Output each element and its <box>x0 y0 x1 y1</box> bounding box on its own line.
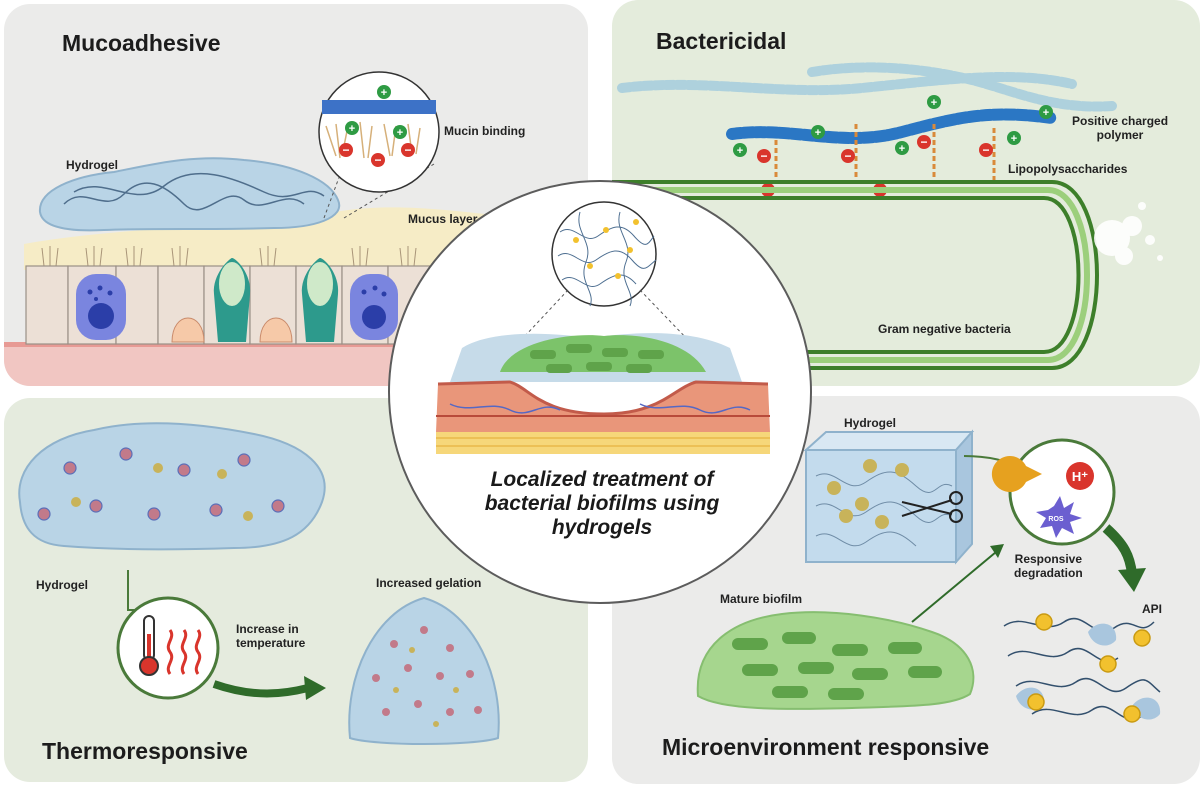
lps-label: Lipopolysaccharides <box>1008 162 1128 176</box>
bacteria-rods <box>732 632 942 700</box>
mature-biofilm <box>696 611 975 710</box>
plus-charge-icon: + <box>737 145 743 157</box>
background-polymer-chain <box>617 72 1077 96</box>
gram-negative-bacteria <box>612 180 1099 370</box>
degradation-label: Responsive degradation <box>1014 552 1083 580</box>
degraded-polymer <box>1003 617 1161 721</box>
api-label: API <box>1142 602 1163 616</box>
cilia <box>41 246 417 267</box>
nanoparticles <box>71 463 253 521</box>
lipopolysaccharides <box>774 124 996 180</box>
minus-charge-icon: − <box>374 153 381 167</box>
proton-label: H⁺ <box>1072 469 1088 484</box>
panel-title: Microenvironment responsive <box>662 734 990 760</box>
micelles <box>37 447 285 521</box>
gelation-label: Increased gelation <box>376 576 482 590</box>
minus-charge-icon: − <box>982 143 989 157</box>
plus-charge-icon: + <box>1011 133 1017 145</box>
minus-charge-icon: − <box>920 135 927 149</box>
plus-charge-icon: + <box>349 123 355 135</box>
thermoresponsive-illustration <box>18 422 500 745</box>
bactericidal-illustration: + + + + + + − − − − − − <box>612 62 1163 370</box>
membrane-rupture <box>1094 202 1163 265</box>
plus-charge-icon: + <box>931 97 937 109</box>
mucin-binding-zoom: + + + − − − <box>318 71 440 193</box>
goblet-cells <box>213 258 339 342</box>
minus-charge-icon: − <box>404 143 411 157</box>
basal-cell <box>259 317 293 343</box>
thermoresponsive-panel: Thermoresponsive Hydrogel Increase in te… <box>4 398 588 782</box>
center-illustration <box>436 201 770 454</box>
mucus-layer-label: Mucus layer <box>408 212 478 226</box>
hydrogel-label: Hydrogel <box>36 578 89 592</box>
thermometer-icon <box>139 615 159 676</box>
blue-cells <box>76 274 398 340</box>
hydrogel-cube <box>803 429 975 565</box>
enzyme-pacman-icon <box>991 456 1042 492</box>
panel-title: Mucoadhesive <box>62 30 221 56</box>
heat-waves-icon <box>166 629 202 675</box>
degradation-arrow <box>1102 524 1137 575</box>
basal-cell <box>171 317 205 343</box>
scissors-icon <box>901 491 963 523</box>
hydrogel-network-zoom <box>551 201 657 307</box>
plus-charge-icon: + <box>1043 107 1049 119</box>
hydrogel-blob <box>18 422 326 551</box>
ros-star-icon <box>1036 496 1082 538</box>
plus-charge-icon: + <box>899 143 905 155</box>
gel-dome <box>348 596 500 745</box>
plus-charge-icon: + <box>815 127 821 139</box>
temperature-label: Increase in temperature <box>236 622 306 650</box>
triggers-circle <box>1008 438 1116 546</box>
panel-title: Thermoresponsive <box>42 738 248 764</box>
hydrogel-label: Hydrogel <box>844 416 897 430</box>
bacteria-label: Gram negative bacteria <box>878 322 1011 336</box>
hydrogel-label: Hydrogel <box>66 158 119 172</box>
microenvironment-illustration: H⁺ ROS <box>696 429 1161 723</box>
wound-skin-section <box>436 333 770 454</box>
biofilm-label: Mature biofilm <box>720 592 803 606</box>
plus-charge-icon: + <box>381 87 387 99</box>
plus-charge-icon: + <box>397 127 403 139</box>
mucin-binding-label: Mucin binding <box>444 124 526 138</box>
proton-icon <box>1066 462 1094 490</box>
panel-title: Bactericidal <box>656 28 787 54</box>
center-title: Localized treatment of bacterial biofilm… <box>484 468 720 539</box>
gelation-arrow <box>212 680 309 698</box>
minus-charge-icon: − <box>342 143 349 157</box>
minus-charge-icon: − <box>844 149 851 163</box>
ros-label: ROS <box>1048 516 1064 523</box>
positive-charged-polymer <box>726 108 1058 144</box>
minus-charge-icon: − <box>760 149 767 163</box>
center-circle: Localized treatment of bacterial biofilm… <box>388 180 812 604</box>
api-particles <box>1027 613 1151 723</box>
polymer-label: Positive charged polymer <box>1072 114 1169 142</box>
hydrogel-blob <box>38 157 341 232</box>
